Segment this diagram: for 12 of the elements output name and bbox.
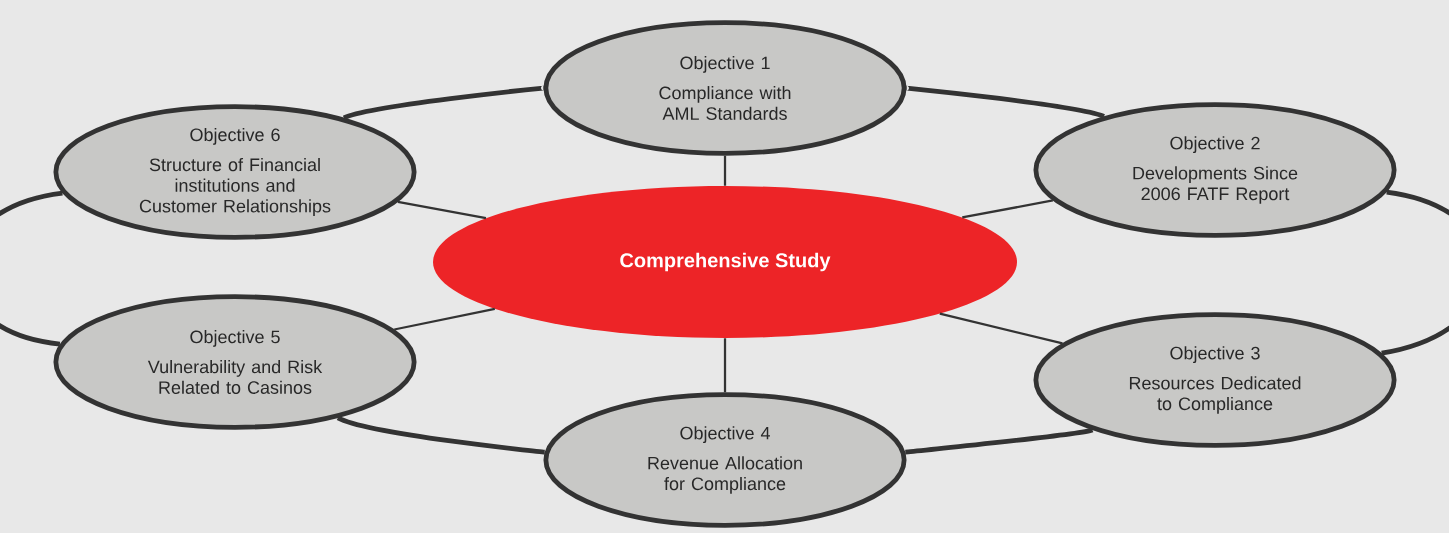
ring-line: [343, 85, 544, 121]
connector-line: [394, 307, 495, 331]
ring-line: [1381, 189, 1449, 356]
ring-line: [905, 427, 1093, 455]
connector-line: [723, 155, 727, 186]
connector-line: [962, 199, 1054, 219]
connector-line: [723, 338, 727, 393]
ring-line: [337, 415, 545, 455]
connector-line: [939, 312, 1063, 345]
ring-line: [0, 190, 63, 347]
connector-line: [397, 200, 487, 220]
ring-line: [906, 85, 1105, 119]
